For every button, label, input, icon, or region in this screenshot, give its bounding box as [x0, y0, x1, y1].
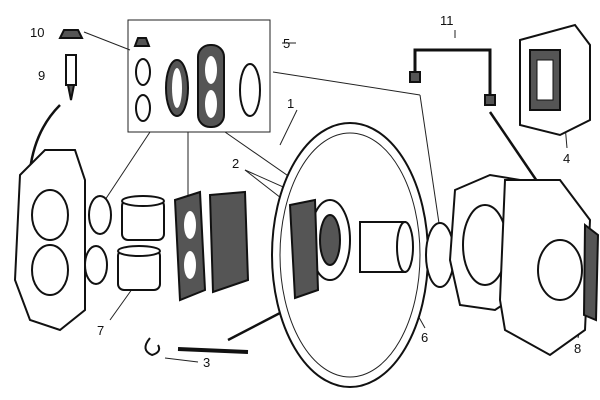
caliper-left-half [13, 149, 86, 332]
callout-3: 3 [203, 355, 210, 370]
caliper-assembled [519, 23, 591, 137]
callout-9: 9 [38, 68, 45, 83]
callout-1: 1 [287, 96, 294, 111]
bridge-pipe [409, 48, 496, 106]
callout-labels: 10 9 5 11 1 2 4 7 3 6 8 [30, 13, 581, 370]
brake-disc [271, 122, 429, 388]
bleed-screw [58, 29, 84, 101]
callout-2: 2 [232, 156, 239, 171]
brake-pad-left [173, 190, 250, 302]
callout-4: 4 [563, 151, 570, 166]
seal-kit-box [127, 19, 271, 133]
callout-10: 10 [30, 25, 44, 40]
callout-6: 6 [421, 330, 428, 345]
hub [359, 221, 455, 288]
callout-8: 8 [574, 341, 581, 356]
caliper-mount-assembly [448, 173, 600, 357]
callout-5: 5 [283, 36, 290, 51]
callout-7: 7 [97, 323, 104, 338]
pistons-and-seals [84, 195, 165, 291]
callout-11: 11 [440, 13, 454, 28]
seal-kit-parts [133, 37, 261, 128]
retaining-pin [144, 337, 249, 357]
